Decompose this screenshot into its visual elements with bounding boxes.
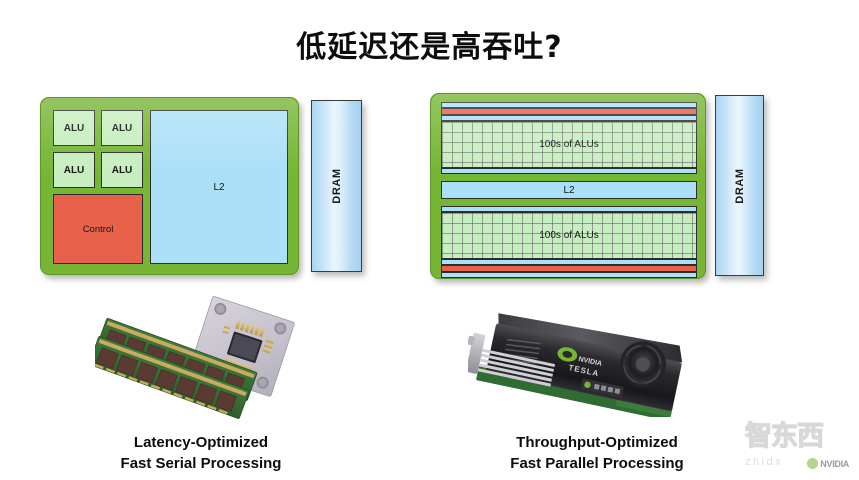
watermark-pinyin-text: zhidx <box>745 456 784 468</box>
gpu-hardware-photo: NVIDIA TESLA <box>468 313 683 417</box>
gpu-bottom-blue-strip-1 <box>441 259 697 265</box>
left-caption-line2: Fast Serial Processing <box>120 455 282 473</box>
nvidia-logo: NVIDIA <box>807 458 849 469</box>
gpu-alu-bank-bottom: 100s of ALUs <box>441 212 697 259</box>
cpu-alu-3-label: ALU <box>63 164 85 176</box>
cpu-alu-4-label: ALU <box>111 164 133 176</box>
svg-text:NVIDIA: NVIDIA <box>578 356 603 368</box>
cpu-dram-label: DRAM <box>330 168 343 204</box>
nvidia-wordmark: NVIDIA <box>820 458 849 469</box>
cpu-alu-2-label: ALU <box>111 122 133 134</box>
gpu-top-control-strip <box>441 108 697 115</box>
right-caption-line1: Throughput-Optimized <box>516 434 678 451</box>
gpu-alu-bank-top: 100s of ALUs <box>441 121 697 168</box>
cpu-alu-2: ALU <box>101 110 143 146</box>
gpu-bottom-blue-strip-2 <box>441 272 697 278</box>
watermark-chinese-text: 智东西 <box>744 420 824 452</box>
gpu-top-blue-strip-1 <box>441 102 697 108</box>
cpu-alu-1-label: ALU <box>63 122 85 134</box>
page-title: 低延迟还是高吞吐? <box>296 30 563 65</box>
gpu-alu-bank-bottom-label: 100s of ALUs <box>539 230 599 241</box>
cpu-hardware-photo <box>95 296 295 419</box>
gpu-die-diagram: 100s of ALUs L2 100s of ALUs <box>430 93 706 279</box>
watermark: 智东西 zhidx NVIDIA <box>741 412 851 474</box>
gpu-mid-blue-strip-1 <box>441 168 697 174</box>
gpu-alu-bank-top-label: 100s of ALUs <box>539 139 599 150</box>
right-caption: Throughput-Optimized Fast Parallel Proce… <box>430 432 764 475</box>
cpu-alu-1: ALU <box>53 110 95 146</box>
cpu-alu-4: ALU <box>101 152 143 188</box>
cpu-control-block: Control <box>53 194 143 264</box>
cpu-die-diagram: ALU ALU ALU ALU Control L2 <box>40 97 299 275</box>
gpu-l2-label: L2 <box>563 184 575 196</box>
gpu-dram-block: DRAM <box>715 95 764 276</box>
cpu-dram-block: DRAM <box>311 100 362 272</box>
cpu-alu-3: ALU <box>53 152 95 188</box>
nvidia-eye-icon <box>807 458 819 469</box>
right-caption-line2: Fast Parallel Processing <box>510 455 684 473</box>
left-caption-line1: Latency-Optimized <box>133 434 269 451</box>
gpu-top-blue-strip-2 <box>441 115 697 121</box>
gpu-l2-cache: L2 <box>441 181 697 199</box>
gpu-bottom-control-strip <box>441 265 697 272</box>
cpu-control-label: Control <box>82 223 114 235</box>
cpu-l2-label: L2 <box>213 181 225 193</box>
cpu-l2-cache: L2 <box>150 110 288 264</box>
left-caption: Latency-Optimized Fast Serial Processing <box>40 432 362 475</box>
gpu-dram-label: DRAM <box>733 167 746 204</box>
gpu-mid-blue-strip-2 <box>441 206 697 212</box>
